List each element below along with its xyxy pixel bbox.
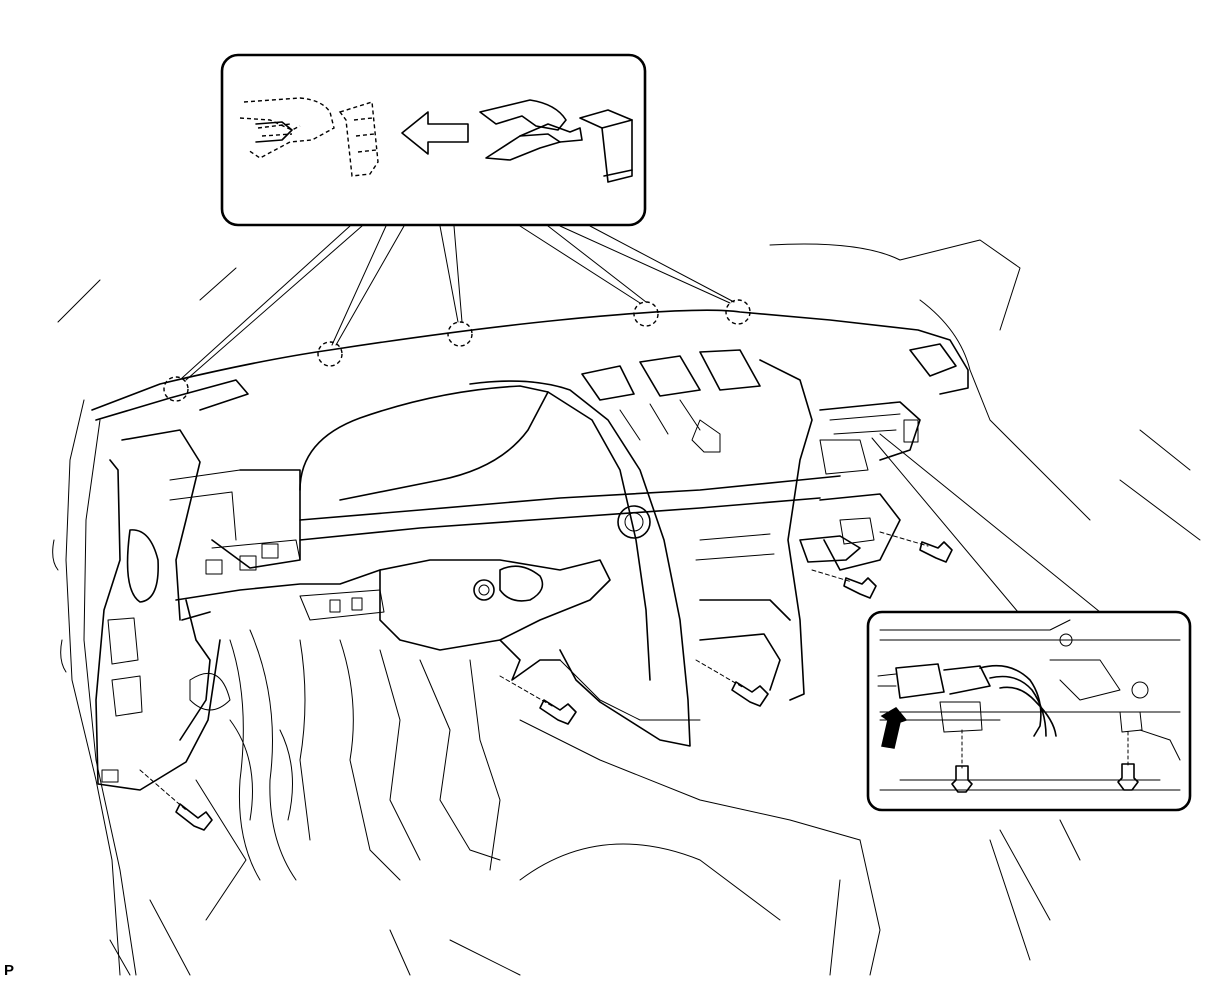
bolt-icon	[695, 659, 769, 707]
bolt-icon	[811, 569, 877, 599]
clip-installed	[479, 99, 633, 183]
clip-marker-1	[163, 376, 189, 402]
bolt-icon	[139, 769, 213, 831]
clip-removed-dashed	[239, 97, 379, 177]
arrow-left-icon	[401, 111, 469, 155]
mounting-bolts	[139, 531, 953, 831]
connector-detail-inset	[866, 610, 1192, 812]
callout-leader-lines	[181, 225, 735, 381]
bolt-icon	[879, 531, 953, 563]
clip-detail-callout	[220, 53, 647, 227]
illustration-code-label: P	[4, 962, 15, 979]
steering-column-and-harness	[189, 559, 861, 881]
bolt-icon	[1117, 731, 1139, 791]
arrow-up-icon	[880, 707, 908, 749]
vehicle-body-outline	[52, 239, 1201, 976]
inset-leader-lines	[871, 433, 1101, 613]
bolt-icon	[499, 675, 577, 725]
clip-marker-5	[725, 299, 751, 325]
clip-marker-3	[447, 321, 473, 347]
bolt-icon	[951, 729, 973, 793]
clip-marker-2	[317, 341, 343, 367]
instrument-panel	[91, 309, 969, 791]
